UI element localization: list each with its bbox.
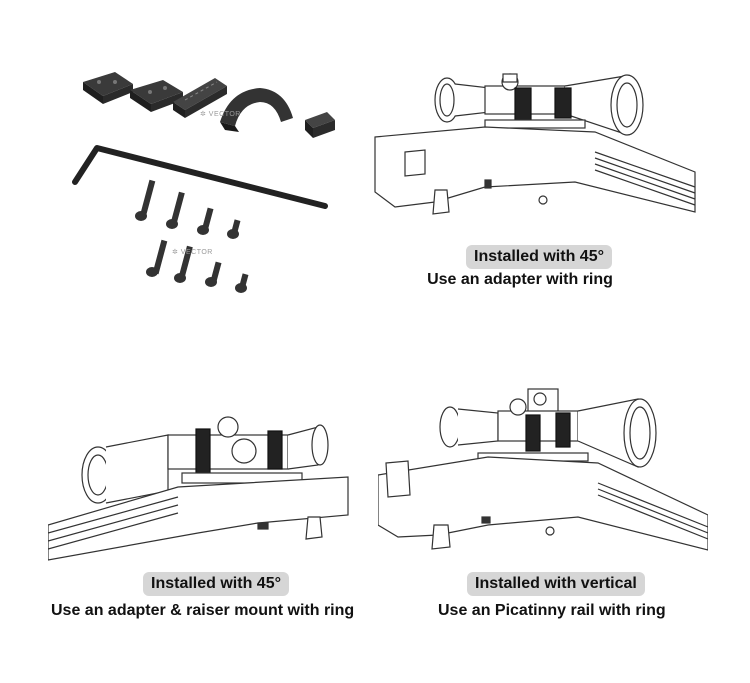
install-method-badge: Installed with 45°	[143, 572, 289, 596]
rifle-scope-vertical-picatinny-illustration	[378, 388, 708, 551]
install-method-badge: Installed with 45°	[466, 245, 612, 269]
picatinny-rail-part	[173, 78, 227, 118]
install-caption: Use an adapter & raiser mount with ring	[51, 602, 355, 619]
install-caption: Use an Picatinny rail with ring	[438, 602, 666, 619]
small-mount-block	[305, 112, 335, 138]
install-method-badge: Installed with vertical	[467, 572, 645, 596]
watermark: ✲ VECTOR	[172, 249, 213, 256]
rifle-scope-45-raiser-illustration	[48, 416, 349, 561]
raiser-ring-part	[220, 88, 293, 132]
screws-row-2	[146, 239, 249, 293]
watermark: ✲ VECTOR	[200, 111, 241, 118]
mount-kit-parts-illustration	[72, 72, 335, 293]
adapter-plate-2	[130, 80, 183, 112]
screws-row-1	[135, 179, 241, 239]
adapter-plate-1	[83, 72, 133, 104]
install-caption: Use an adapter with ring	[427, 271, 613, 288]
rifle-scope-45-adapter-illustration	[374, 73, 696, 215]
allen-key	[72, 145, 328, 209]
